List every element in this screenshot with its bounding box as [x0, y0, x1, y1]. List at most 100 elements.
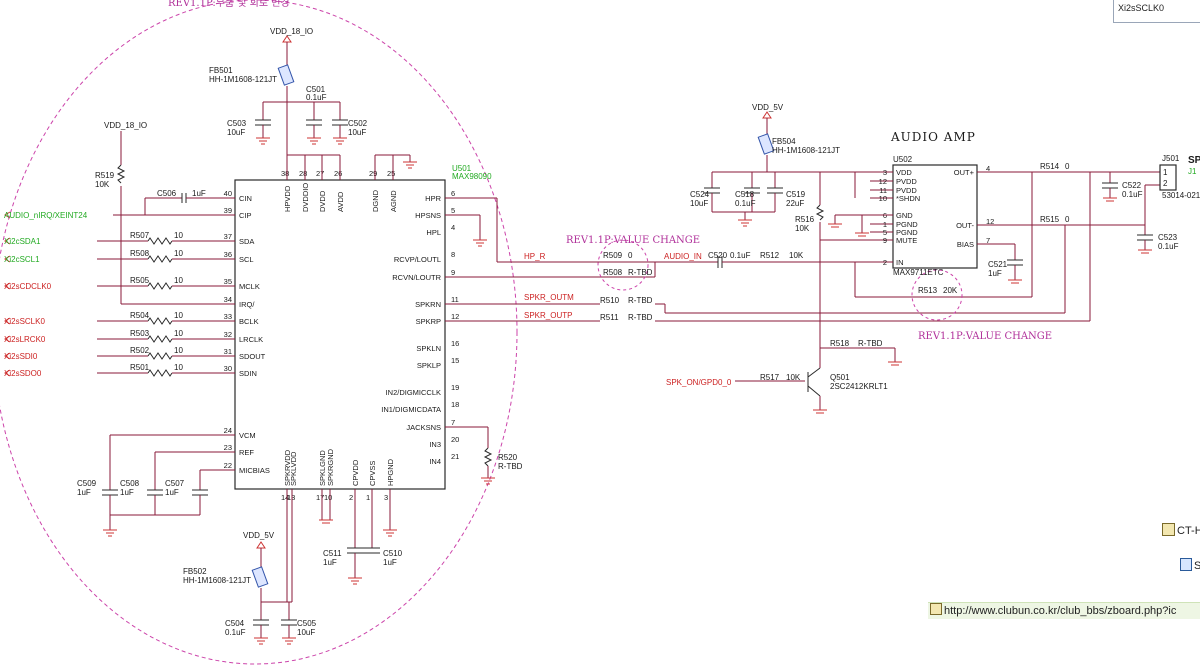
j501-label: J1	[1188, 167, 1197, 176]
series-resistor-ref: R501	[130, 363, 150, 372]
r512-val: 10K	[789, 251, 804, 260]
r518-val: R-TBD	[858, 339, 883, 348]
u502-pin-num: 9	[883, 236, 887, 245]
c510-ref: C510	[383, 549, 403, 558]
c503-ref: C503	[227, 119, 247, 128]
audio-in-path: AUDIO_IN C520 0.1uF R512 10K R513 20K RE…	[664, 172, 1052, 342]
c509-val: 1uF	[77, 488, 91, 497]
u501-pin-num: 40	[224, 189, 232, 198]
side-link-2[interactable]: S	[1180, 558, 1200, 572]
series-resistor	[147, 237, 173, 245]
u501-pin-num: 30	[224, 364, 232, 373]
u501-pin-num: 14	[281, 493, 289, 502]
vdd18-top-arrow	[282, 35, 292, 43]
panel-field-box[interactable]: Xi2sSCLK0	[1113, 0, 1200, 23]
r509-r508-group: REV1.1P:VALUE CHANGE R509 0 R508 R-TBD R…	[566, 172, 1091, 322]
c502-val: 10uF	[348, 128, 366, 137]
u501-pin-num: 15	[451, 356, 459, 365]
u501-pin-num: 36	[224, 250, 232, 259]
u502-pin-num: 10	[879, 194, 887, 203]
side-link-1[interactable]: CT-H	[1162, 523, 1200, 537]
c523-val: 0.1uF	[1158, 242, 1179, 251]
u501-pin-num: 23	[224, 443, 232, 452]
c506-cap: C506 1uF	[144, 189, 235, 216]
u501-pin-name: SCL	[239, 255, 254, 264]
u501-pin-num: 6	[451, 189, 455, 198]
q501-ref: Q501	[830, 373, 850, 382]
u501-pin-name: CPVDD	[351, 459, 360, 486]
rev-note-2: REV1.1P:VALUE CHANGE	[918, 331, 1052, 342]
j501-pin2: 2	[1163, 179, 1168, 188]
r519-ref: R519	[95, 171, 115, 180]
u501-pin-name: SPKLP	[417, 361, 441, 370]
u501-pin-num: 2	[349, 493, 353, 502]
panel-field-value: Xi2sSCLK0	[1118, 3, 1165, 13]
left-net-label: Xi2sCDCLK0	[4, 282, 52, 291]
u501-pin-num: 24	[224, 426, 232, 435]
u501-pin-num: 35	[224, 277, 232, 286]
url-link[interactable]: http://www.clubun.co.kr/club_bbs/zboard.…	[928, 602, 1200, 619]
c506-val: 1uF	[192, 189, 206, 198]
u501-pin-num: 12	[451, 312, 459, 321]
u501-pin-name: SPKLVDD	[289, 451, 298, 486]
j501-ref: J501	[1162, 154, 1180, 163]
c521-ref: C521	[988, 260, 1008, 269]
c511-ref: C511	[323, 549, 342, 558]
u501-pin-name: HPR	[425, 194, 441, 203]
fb501-part: HH-1M1608-121JT	[209, 75, 277, 84]
c505-ref: C505	[297, 619, 317, 628]
c524-ref: C524	[690, 190, 710, 199]
u501-pin-num: 19	[451, 383, 459, 392]
u501-pin-name: SDA	[239, 237, 254, 246]
u501-pin-name: RCVP/LOUTL	[394, 255, 441, 264]
change-circle-1	[597, 239, 649, 291]
r517-val: 10K	[786, 373, 801, 382]
r519-resistor	[116, 164, 126, 184]
note-icon	[1162, 523, 1175, 536]
vdd5-right-supply: VDD_5V FB504 HH-1M1608-121JT C524 10uF C…	[690, 103, 893, 368]
vdd5-bottom-supply: VDD_5V FB502 HH-1M1608-121JT C504 0.1uF …	[183, 489, 317, 645]
u501-pin-name: DGND	[371, 189, 380, 212]
u501-pin-name: HPVDD	[283, 185, 292, 212]
u501-pin-name: SPKRP	[416, 317, 441, 326]
c508-ref: C508	[120, 479, 140, 488]
r509-val: 0	[628, 251, 633, 260]
u501-codec: U501 MAX98090 40CIN39CIP37SDA36SCL35MCLK…	[224, 164, 492, 502]
u501-pin-name: CIN	[239, 194, 252, 203]
u501-pin-num: 16	[451, 339, 459, 348]
c507-ref: C507	[165, 479, 185, 488]
c520-val: 0.1uF	[730, 251, 751, 260]
r519-val: 10K	[95, 180, 110, 189]
u501-pin-name: IN4	[429, 457, 441, 466]
u502-pin-num: 4	[986, 164, 990, 173]
u501-pin-num: 4	[451, 223, 455, 232]
u501-pin-name: SPKRGND	[326, 448, 335, 486]
rev-note-1: REV1.1P:VALUE CHANGE	[566, 235, 700, 246]
link-icon	[930, 603, 942, 615]
u502-pin-name: OUT+	[954, 168, 975, 177]
u501-pin-name: SPKLN	[416, 344, 441, 353]
off-page-arrow	[4, 255, 11, 263]
url-text: http://www.clubun.co.kr/club_bbs/zboard.…	[944, 605, 1177, 617]
c519-ref: C519	[786, 190, 806, 199]
u501-pin-name: SPKRVDD	[283, 449, 292, 486]
u501-pin-name: JACKSNS	[406, 423, 441, 432]
fb502-part: HH-1M1608-121JT	[183, 576, 251, 585]
series-resistor-val: 10	[174, 329, 183, 338]
c523-ref: C523	[1158, 233, 1178, 242]
u501-pin-name: CPVSS	[368, 461, 377, 486]
u501-pin-name: RCVN/LOUTR	[392, 273, 441, 282]
series-resistor	[147, 369, 173, 377]
off-page-arrow	[4, 211, 11, 219]
u501-pin-num: 37	[224, 232, 232, 241]
c522-ref: C522	[1122, 181, 1142, 190]
c502-ref: C502	[348, 119, 368, 128]
u501-part: MAX98090	[452, 172, 492, 181]
u502-pin-name: PVDD	[896, 177, 917, 186]
u501-pin-name: MCLK	[239, 282, 260, 291]
net-hp-r: HP_R	[524, 252, 546, 261]
series-resistor-val: 10	[174, 346, 183, 355]
u501-pin-name: SPKLGND	[318, 450, 327, 486]
j501-heading: SP	[1188, 155, 1200, 166]
